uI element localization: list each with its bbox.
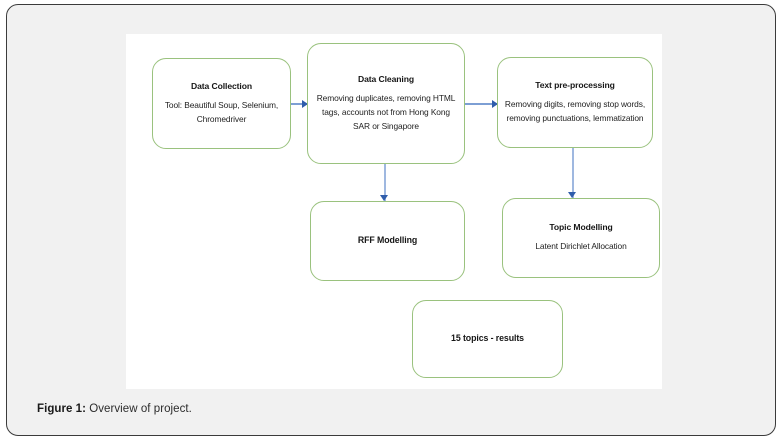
node-results[interactable]: 15 topics - results xyxy=(412,300,563,378)
node-rff-modelling[interactable]: RFF Modelling xyxy=(310,201,465,281)
node-text-preprocessing-title: Text pre-processing xyxy=(535,79,615,90)
node-results-title: 15 topics - results xyxy=(451,333,524,344)
connector-line xyxy=(572,148,574,199)
node-rff-modelling-title: RFF Modelling xyxy=(357,235,418,246)
connector-line xyxy=(465,103,498,105)
node-topic-modelling-body: Latent Dirichlet Allocation xyxy=(535,241,627,252)
node-data-cleaning[interactable]: Data Cleaning Removing duplicates, remov… xyxy=(307,43,465,164)
node-data-collection-title: Data Collection xyxy=(190,80,253,91)
figure-caption-label: Figure 1: xyxy=(37,403,87,415)
node-text-preprocessing[interactable]: Text pre-processing Removing digits, rem… xyxy=(497,57,653,148)
node-data-collection-body: Tool: Beautiful Soup, Selenium, Chromedr… xyxy=(164,100,279,124)
node-topic-modelling-title: Topic Modelling xyxy=(549,221,613,232)
figure-image: Data Collection Tool: Beautiful Soup, Se… xyxy=(126,34,662,389)
node-text-preprocessing-body: Removing digits, removing stop words, re… xyxy=(504,99,646,123)
connector-line xyxy=(384,164,386,202)
project-overview-flowchart: Data Collection Tool: Beautiful Soup, Se… xyxy=(126,34,662,389)
figure-card: Data Collection Tool: Beautiful Soup, Se… xyxy=(6,4,776,436)
node-data-collection[interactable]: Data Collection Tool: Beautiful Soup, Se… xyxy=(152,58,291,149)
node-topic-modelling[interactable]: Topic Modelling Latent Dirichlet Allocat… xyxy=(502,198,660,278)
figure-caption-text: Overview of project. xyxy=(89,403,192,415)
node-data-cleaning-body: Removing duplicates, removing HTML tags,… xyxy=(316,93,456,131)
figure-caption: Figure 1: Overview of project. xyxy=(37,403,192,415)
node-data-cleaning-title: Data Cleaning xyxy=(357,73,414,84)
